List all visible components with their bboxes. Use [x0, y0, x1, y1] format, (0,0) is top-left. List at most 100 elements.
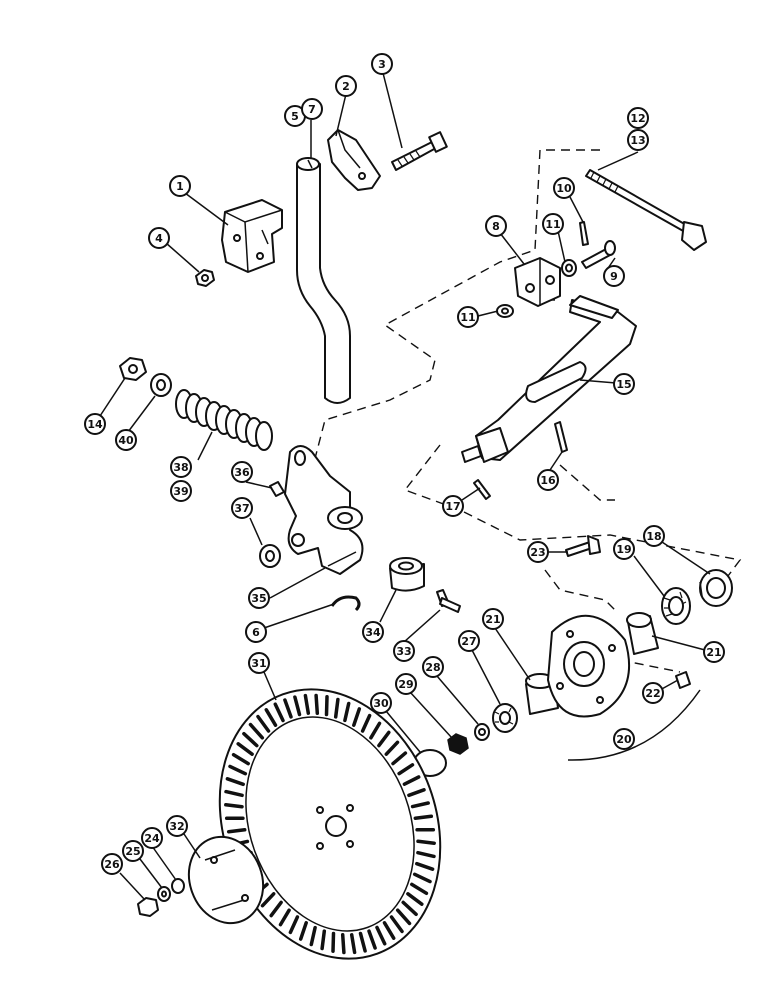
callout-17: 17 [442, 495, 464, 517]
callout-40: 40 [115, 429, 137, 451]
callout-23-label: 23 [530, 546, 545, 559]
callout-30-label: 30 [373, 697, 389, 710]
callout-14: 14 [84, 413, 106, 435]
callout-4: 4 [148, 227, 170, 249]
callout-7: 7 [301, 98, 323, 120]
part-roll-pin [554, 421, 568, 453]
part-clevis-pin [581, 240, 616, 269]
callout-22-label: 22 [645, 687, 660, 700]
callout-27: 27 [458, 630, 480, 652]
disc-slot [391, 751, 408, 766]
callout-27-label: 27 [461, 635, 476, 648]
callout-6: 6 [245, 621, 267, 643]
callout-8-label: 8 [492, 220, 500, 233]
part-slotted-disc [218, 688, 442, 960]
disc-slot [236, 742, 254, 756]
disc-slot [401, 900, 418, 917]
callout-1: 1 [169, 175, 191, 197]
disc-slot [416, 850, 436, 859]
disc-slot [228, 764, 248, 776]
disc-slot [413, 814, 434, 820]
callout-37-label: 37 [234, 502, 249, 515]
callout-23: 23 [527, 541, 549, 563]
disc-slot [256, 714, 271, 733]
callout-2-label: 2 [342, 80, 350, 93]
disc-slot [402, 775, 421, 786]
callout-36: 36 [231, 461, 253, 483]
disc-slot [415, 861, 435, 871]
callout-17-label: 17 [445, 500, 460, 513]
callout-34: 34 [362, 621, 384, 643]
callout-14-label: 14 [87, 418, 103, 431]
callout-24-label: 24 [144, 832, 160, 845]
callout-2: 2 [335, 75, 357, 97]
callout-19: 19 [613, 538, 635, 560]
part-pivot-arm [284, 445, 364, 575]
callout-31-label: 31 [251, 657, 266, 670]
disc-slot [384, 740, 400, 756]
callout-20: 20 [613, 728, 635, 750]
part-bracket-clip [327, 129, 381, 191]
part-washer-upper [561, 259, 577, 277]
callout-33-label: 33 [396, 645, 411, 658]
part-cotter-small [473, 479, 491, 500]
part-bearing-cone [492, 703, 518, 733]
disc-slot [397, 763, 415, 776]
callout-11-lower: 11 [457, 306, 479, 328]
callout-39: 39 [170, 480, 192, 502]
part-hex-bolt [565, 535, 601, 557]
callout-10: 10 [553, 177, 575, 199]
callout-35-label: 35 [251, 592, 266, 605]
callout-3-label: 3 [378, 58, 386, 71]
callout-24: 24 [141, 827, 163, 849]
callout-11-upper: 11 [542, 213, 564, 235]
callout-8: 8 [485, 215, 507, 237]
part-snap-ring [330, 595, 361, 612]
disc-slot [293, 695, 302, 717]
disc-slot [264, 708, 278, 727]
leader-lines [99, 72, 711, 901]
callout-15: 15 [613, 373, 635, 395]
disc-slot [269, 900, 283, 918]
part-cotter-pin [579, 221, 589, 246]
callout-13: 13 [627, 129, 649, 151]
disc-slot [231, 752, 250, 766]
part-lock-washer [171, 878, 185, 894]
callout-20-label: 20 [616, 733, 632, 746]
callout-11-upper-label: 11 [545, 218, 560, 231]
part-block [221, 199, 283, 273]
part-spring-washer [150, 373, 172, 397]
disc-slot [288, 915, 300, 935]
part-coil-spring [175, 389, 273, 451]
callout-36-label: 36 [234, 466, 250, 479]
disc-slot [395, 908, 412, 926]
callout-16: 16 [537, 469, 559, 491]
part-hub-washer [474, 723, 490, 741]
callout-5-label: 5 [291, 110, 299, 123]
callout-9-label: 9 [610, 270, 618, 283]
part-flat-washer-small [157, 886, 171, 902]
callout-6-label: 6 [252, 626, 260, 639]
callout-18-label: 18 [646, 530, 661, 543]
disc-slot [248, 722, 265, 740]
callout-11-lower-label: 11 [460, 311, 475, 324]
part-castle-nut [447, 733, 469, 755]
callout-25-label: 25 [125, 845, 140, 858]
disc-slot [389, 915, 404, 934]
assembly-guide-lines [311, 149, 742, 673]
part-collar [389, 557, 425, 592]
callout-7-label: 7 [308, 103, 316, 116]
callout-37: 37 [231, 497, 253, 519]
callout-38: 38 [170, 456, 192, 478]
part-grease-fitting [269, 481, 285, 497]
callout-28: 28 [422, 656, 444, 678]
disc-slot [407, 788, 426, 798]
disc-slot [410, 801, 430, 809]
disc-slot [375, 925, 387, 946]
part-bearing-race-right [626, 612, 659, 655]
part-long-bolt [585, 169, 707, 251]
callout-33: 33 [393, 640, 415, 662]
callout-29-label: 29 [398, 678, 413, 691]
callout-18: 18 [643, 525, 665, 547]
part-flat-washer [259, 544, 281, 568]
